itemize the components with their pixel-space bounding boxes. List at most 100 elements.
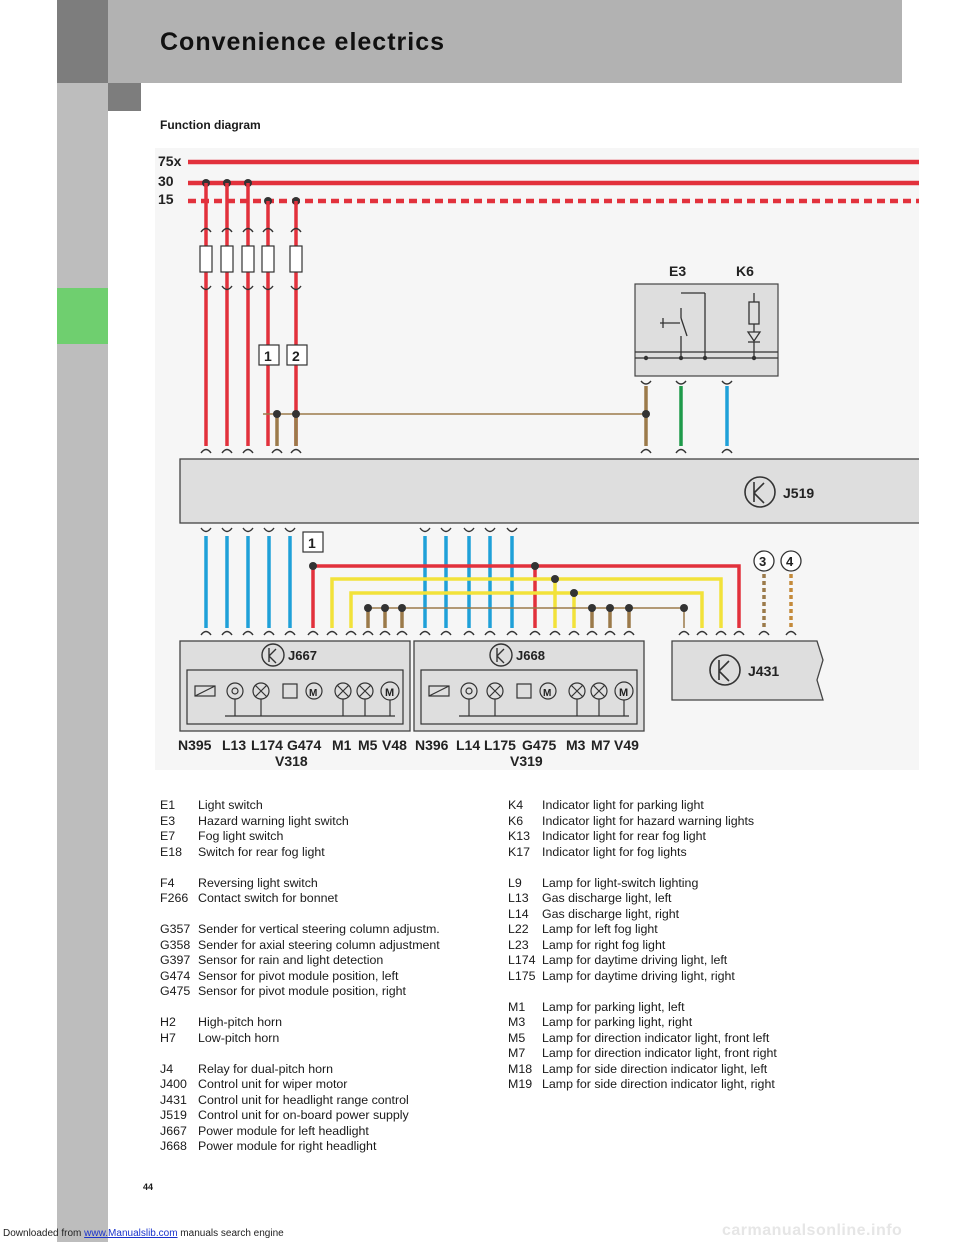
bottom-label-v48: V48: [382, 737, 407, 753]
rail-label-30: 30: [158, 173, 174, 189]
control-unit-glyph-j667: [268, 648, 277, 664]
legend-code: L175: [508, 968, 536, 983]
connector-label-1-bottom: 1: [308, 535, 316, 551]
legend-code: G397: [160, 953, 191, 967]
red-wire: [311, 564, 741, 628]
striped-wires-3-4: [762, 574, 793, 628]
bottom-label-l14: L14: [456, 737, 480, 753]
legend-text: High-pitch horn: [198, 1015, 283, 1029]
connector-label-4: 4: [786, 554, 794, 569]
legend-code: G474: [160, 968, 191, 983]
header-notch: [108, 83, 141, 111]
connector-circle-3-4: [753, 550, 802, 572]
j668-components: [420, 669, 638, 725]
control-unit-icon-j519: [744, 476, 776, 508]
motor-symbol-j668-b: M: [619, 687, 628, 699]
manualslib-link[interactable]: www.Manualslib.com: [84, 1228, 178, 1239]
watermark: carmanualsonline.info: [722, 1222, 903, 1239]
legend-text: Lamp for direction indicator light, fron…: [542, 1030, 770, 1045]
legend-text: Gas discharge light, right: [542, 906, 680, 921]
legend-text: Lamp for left fog light: [542, 922, 658, 936]
legend-text: Lamp for side direction indicator light,…: [542, 1061, 768, 1076]
legend-code: M7: [508, 1046, 526, 1060]
bottom-label-m3: M3: [566, 737, 586, 753]
legend-text: Sensor for rain and light detection: [198, 953, 384, 967]
hazard-switch-symbol: [635, 292, 778, 359]
blue-wires-right: [423, 536, 514, 628]
bottom-label-m5: M5: [358, 737, 378, 753]
bottom-label-l13: L13: [222, 737, 246, 753]
control-unit-glyph-j668: [496, 648, 505, 664]
bottom-label-g475: G475: [522, 737, 556, 753]
legend-text: Switch for rear fog light: [198, 844, 325, 859]
sidebar-section-marker: [57, 288, 108, 344]
legend-spacer: [508, 984, 777, 1000]
switch-module-wires: [644, 386, 729, 446]
legend-text: Power module for left headlight: [198, 1123, 369, 1138]
legend-code: J400: [160, 1077, 187, 1091]
j667-components: [186, 669, 404, 725]
legend-text: Indicator light for rear fog light: [542, 829, 706, 843]
legend-text: Low-pitch horn: [198, 1030, 280, 1045]
control-unit-glyph-j519: [753, 482, 765, 504]
motor-symbol-j667-b: M: [385, 687, 394, 699]
legend-entry: L22 Lamp for left fog light: [508, 922, 777, 938]
legend-spacer: [160, 860, 440, 876]
switch-module-e3-k6: [634, 283, 779, 377]
legend-code: L23: [508, 937, 529, 952]
switch-module-connectors: [640, 380, 733, 385]
legend-code: K13: [508, 829, 531, 843]
legend-text: Gas discharge light, left: [542, 891, 672, 905]
motor-symbol-j668-a: M: [543, 688, 551, 699]
legend-code: E7: [160, 829, 176, 843]
legend-code: L22: [508, 922, 529, 936]
header-band: [108, 0, 902, 83]
module-label-j431: J431: [748, 663, 779, 679]
control-unit-j431: [671, 640, 824, 701]
control-unit-icon-j668: [489, 643, 513, 667]
brown-feed-wires: [275, 414, 298, 446]
module-label-e3: E3: [669, 263, 686, 279]
legend-code: E1: [160, 798, 176, 812]
connector-label-2: 2: [292, 348, 300, 364]
lower-junctions: [309, 562, 688, 612]
footer-prefix: Downloaded from: [3, 1228, 85, 1239]
legend-code: J431: [160, 1092, 187, 1107]
sub-label-v319: V319: [510, 753, 543, 769]
legend-code: G357: [160, 922, 191, 936]
legend-text: Reversing light switch: [198, 875, 318, 890]
legend-code: J519: [160, 1108, 187, 1122]
legend-code: L9: [508, 875, 522, 890]
function-diagram: 75x 30 15 1 2 E3 K6: [155, 148, 921, 770]
control-unit-j519: [179, 458, 921, 524]
legend-code: K17: [508, 844, 531, 859]
legend-entry: K13 Indicator light for rear fog light: [508, 829, 777, 845]
legend-code: M5: [508, 1030, 526, 1045]
bottom-label-l175: L175: [484, 737, 516, 753]
legend-text: Indicator light for parking light: [542, 798, 704, 812]
legend-text: Sensor for pivot module position, left: [198, 968, 399, 983]
legend-entry: G474 Sensor for pivot module position, le…: [160, 969, 440, 985]
fuse-feed-wires: [204, 183, 298, 446]
legend-code: J667: [160, 1123, 187, 1138]
sidebar-strip: [57, 83, 108, 1242]
legend-text: Lamp for daytime driving light, left: [542, 953, 728, 967]
legend-code: G358: [160, 937, 191, 952]
module-label-j519: J519: [783, 485, 814, 501]
legend-code: F266: [160, 891, 189, 905]
legend-text: Contact switch for bonnet: [198, 891, 338, 905]
legend-code: M18: [508, 1061, 533, 1076]
